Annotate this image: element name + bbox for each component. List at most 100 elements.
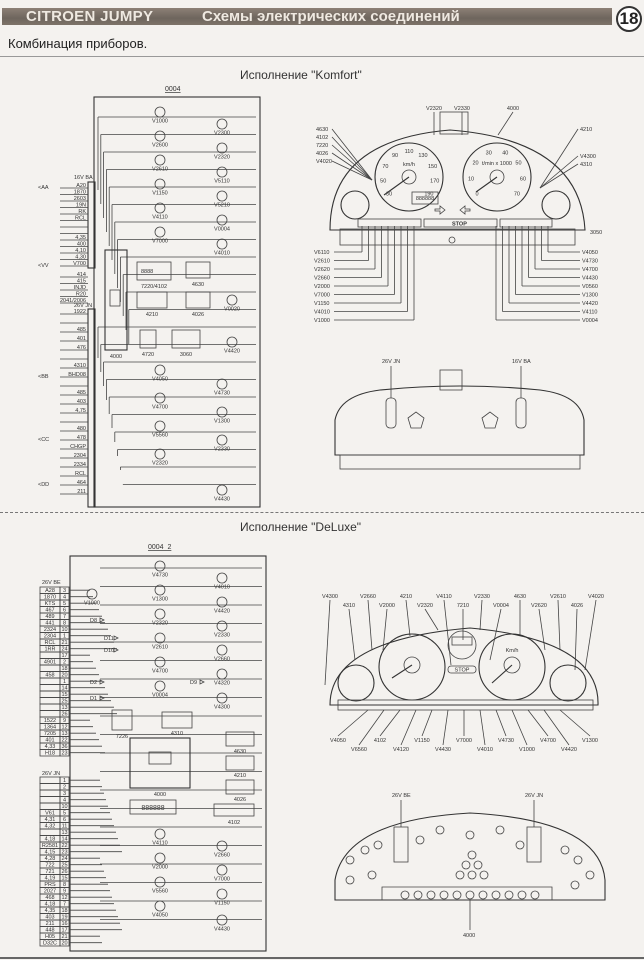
komfort-display-label: 7220/4102 <box>141 284 167 290</box>
pin-wire-cell <box>39 664 61 672</box>
komfort-pin-b-label: 485 <box>77 327 86 333</box>
komfort-bottom-right-label: V4050 <box>582 250 598 256</box>
deluxe-frame <box>69 555 267 952</box>
leader-line <box>424 608 439 631</box>
komfort-component-icon <box>154 154 166 166</box>
komfort-buzzer-label: 4720 <box>142 352 154 358</box>
rear-connector-26v-jn <box>385 397 397 429</box>
komfort-component-label: V5560 <box>152 433 168 439</box>
deluxe-component-label: V2660 <box>214 657 230 663</box>
komfort-bottom-left-label: V2610 <box>314 259 330 265</box>
deluxe-bottom-label: V4700 <box>540 738 556 744</box>
komfort-pin-a-label: 4,35 <box>75 235 86 241</box>
deluxe-pin-a-wire: A28 <box>45 588 55 594</box>
odometer-digits: 888888 <box>416 196 434 202</box>
diode-icon <box>199 679 205 685</box>
komfort-gauge-label: 4026 <box>192 312 204 318</box>
bulb-hole <box>479 870 489 880</box>
deluxe-pin-b-wire: H05 <box>45 934 55 940</box>
pin-wire-cell <box>39 651 61 659</box>
speedometer-needle <box>491 664 513 684</box>
tacho-tick-label: 40 <box>502 150 508 156</box>
diode-label: D1 <box>90 696 97 702</box>
pin-wire-cell <box>39 796 61 804</box>
diode-icon <box>99 679 105 685</box>
deluxe-top-label: V2320 <box>417 603 433 609</box>
pin-number-cell <box>59 749 70 757</box>
komfort-pin-b-label: 1922 <box>74 309 86 315</box>
deluxe-display <box>129 799 177 815</box>
leader-line <box>495 709 507 737</box>
pin-wire-cell <box>39 677 61 685</box>
deluxe-component-icon <box>216 644 228 656</box>
leader-line <box>584 599 597 671</box>
komfort-component-label: V1000 <box>152 119 168 125</box>
deluxe-schematic-title: 0004_2 <box>148 544 171 551</box>
komfort-bottom-right-label: V4110 <box>582 310 598 316</box>
tachometer-hub <box>403 656 421 674</box>
komfort-component-icon <box>154 226 166 238</box>
leader-line <box>367 599 373 651</box>
leader-line <box>538 608 546 651</box>
deluxe-pin-b-number: 4 <box>63 798 66 804</box>
deluxe-gauge-label: 4102 <box>228 820 240 826</box>
bulb-hole <box>504 890 514 900</box>
bulb-hole <box>473 860 483 870</box>
deluxe-pin-a-wire: 489 <box>45 614 54 620</box>
komfort-pin-b-label: 480 <box>77 426 86 432</box>
speedo-unit: km/h <box>403 162 415 168</box>
leader-line <box>539 163 579 189</box>
leader-line <box>324 599 331 686</box>
deluxe-pin-b-number: 24 <box>61 856 67 862</box>
komfort-connector-b <box>87 308 96 508</box>
deluxe-pin-b-number: 2 <box>63 785 66 791</box>
tacho-tick-label: 10 <box>468 176 474 182</box>
komfort-top-label: V2330 <box>454 106 470 112</box>
tachometer-hub <box>489 169 505 185</box>
komfort-component-icon <box>216 142 228 154</box>
tacho-tick-label: 50 <box>515 160 521 166</box>
komfort-buzzer-4720 <box>139 329 157 349</box>
komfort-bottom-right-label: V4730 <box>582 259 598 265</box>
komfort-bottom-left-label: V7000 <box>314 293 330 299</box>
pin-wire-cell <box>39 690 61 698</box>
komfort-pin-a-label: 4,30 <box>75 255 86 261</box>
deluxe-pin-a-number: 24 <box>61 647 67 653</box>
deluxe-pin-a-wire: 2304 <box>44 634 56 640</box>
tacho-tick-label: 0 <box>476 192 479 198</box>
komfort-schematic-title: 0004 <box>165 86 181 93</box>
mount-hole <box>448 236 456 244</box>
deluxe-pin-a-number: 18 <box>61 666 67 672</box>
header-band: CITROEN JUMPY Схемы электрических соедин… <box>2 8 612 25</box>
bulb-hole <box>452 890 462 900</box>
deluxe-pin-a-wire: 1364 <box>44 725 56 731</box>
komfort-bottom-left-label: V2660 <box>314 276 330 282</box>
page-header: CITROEN JUMPY Схемы электрических соедин… <box>0 6 644 32</box>
komfort-pin-b-label: 2334 <box>74 462 86 468</box>
deluxe-pin-b-number: 15 <box>61 876 67 882</box>
komfort-top-label: V2320 <box>426 106 442 112</box>
tachometer-needle <box>391 664 413 679</box>
komfort-component-icon <box>226 294 238 306</box>
deluxe-pin-a-number: 9 <box>63 718 66 724</box>
leader-line <box>400 709 417 746</box>
leader-line <box>557 599 561 651</box>
deluxe-pin-a-wire: 441 <box>45 621 54 627</box>
brand-title: CITROEN JUMPY <box>26 8 154 25</box>
deluxe-pin-a-number: 4 <box>63 595 66 601</box>
rear-bulb-holes <box>345 825 595 900</box>
komfort-pin-a-label: 4,10 <box>75 248 86 254</box>
deluxe-pin-a-number: 20 <box>61 673 67 679</box>
deluxe-component-icon <box>154 632 166 644</box>
deluxe-top-label: 4310 <box>343 603 355 609</box>
deluxe-pin-b-wire: 4,19 <box>45 876 56 882</box>
deluxe-pin-a-number: 21 <box>61 640 67 646</box>
bulb-hole <box>560 845 570 855</box>
deluxe-component-label: V4320 <box>214 681 230 687</box>
komfort-component-icon <box>154 364 166 376</box>
deluxe-pin-b-number: 23 <box>61 850 67 856</box>
komfort-pins-b: 414415INJDR202041/200619224854014764310B… <box>38 272 88 495</box>
rear-connector-tab <box>439 369 463 391</box>
deluxe-pin-a-wire: KTS <box>45 601 56 607</box>
leader-line <box>421 709 433 737</box>
